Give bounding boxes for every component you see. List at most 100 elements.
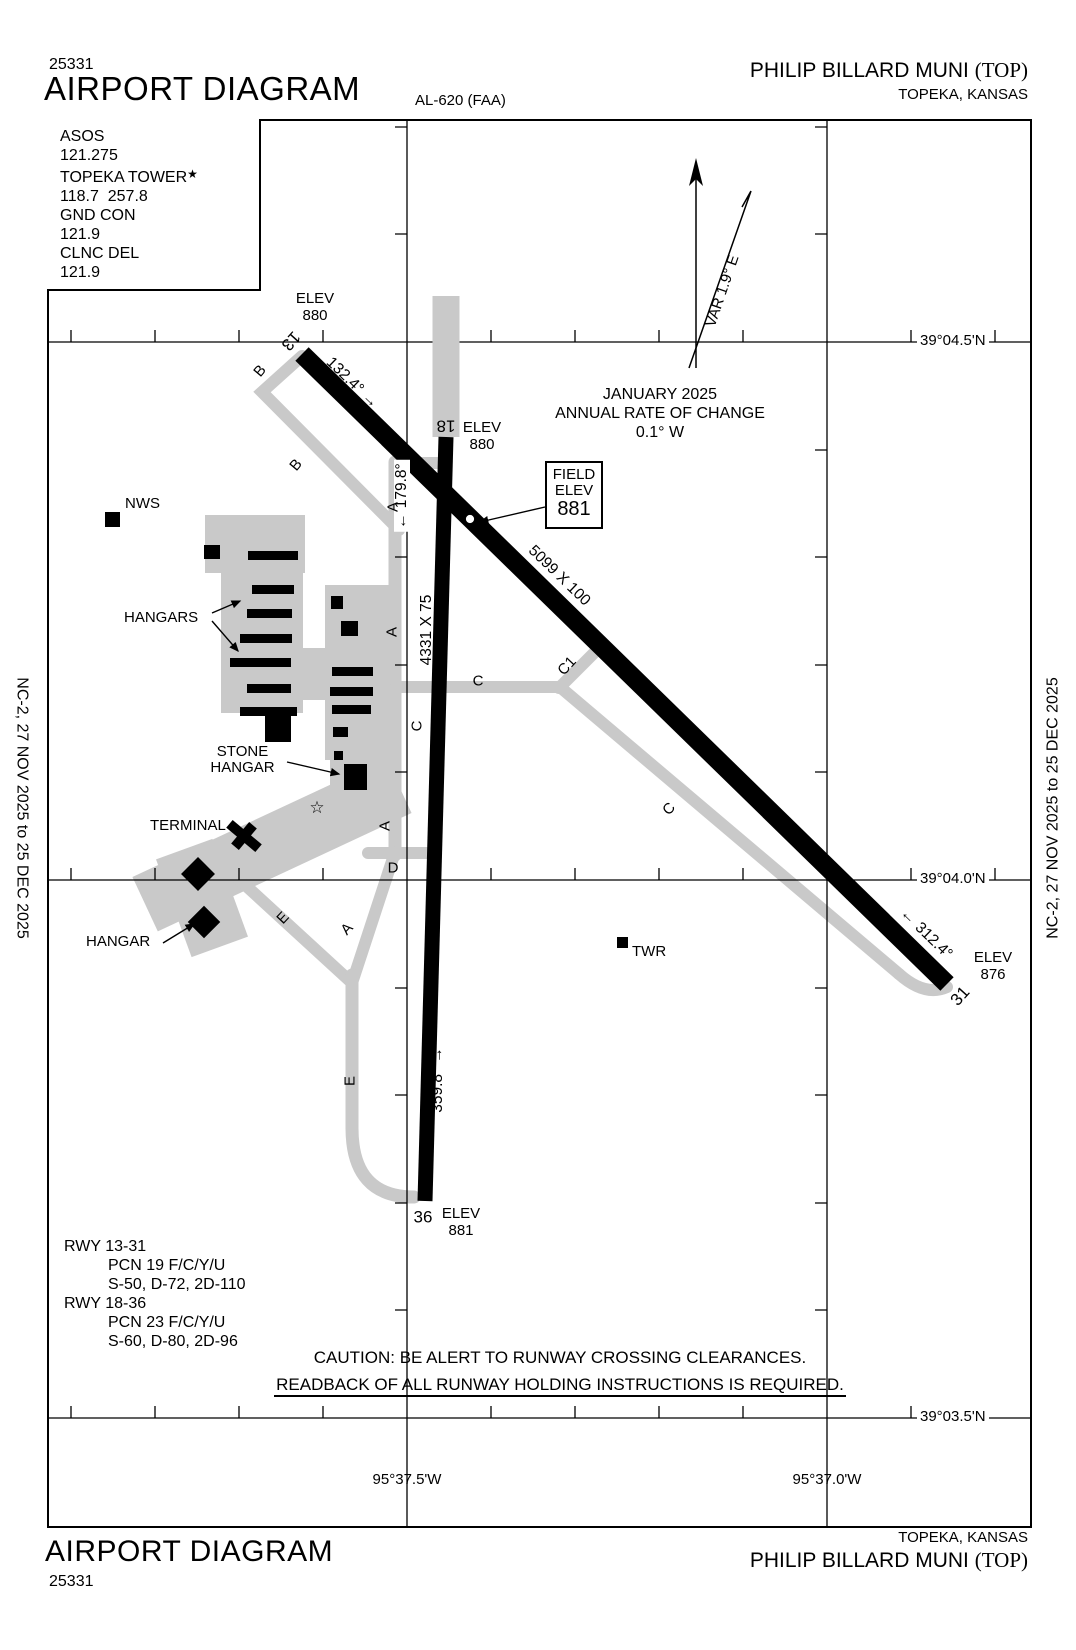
- hangar-label: HANGAR: [86, 933, 151, 950]
- pcn-line: S-60, D-80, 2D-96: [108, 1333, 238, 1350]
- caution-line2: READBACK OF ALL RUNWAY HOLDING INSTRUCTI…: [90, 1376, 1030, 1397]
- leader-arrows: [162, 506, 546, 944]
- airport-name-header: PHILIP BILLARD MUNI (TOP): [750, 59, 1028, 82]
- nws-label: NWS: [125, 495, 160, 512]
- chart-number-footer: 25331: [49, 1573, 94, 1590]
- taxiway-label-c: C: [472, 672, 484, 690]
- north-arrow: [688, 158, 752, 369]
- nws-building: [105, 512, 120, 527]
- stone-hangar-leader: [286, 761, 341, 777]
- taxiway-e-diagonal: [225, 866, 358, 989]
- taxiway-c-diagonal: [554, 681, 905, 980]
- heading-arrow-icon: →: [429, 1047, 446, 1063]
- terminal-label: TERMINAL: [150, 817, 226, 834]
- comm-box: ASOS 121.275 TOPEKA TOWER★ 118.7 257.8 G…: [47, 119, 261, 291]
- pcn-line: S-50, D-72, 2D-110: [108, 1276, 246, 1293]
- hangars-leader-1: [211, 600, 242, 614]
- buildings: [105, 512, 628, 948]
- runway-18-36: [417, 436, 454, 1202]
- page-title: AIRPORT DIAGRAM: [44, 70, 361, 107]
- rwy18-heading: ←179.8°: [393, 460, 410, 532]
- pcn-line: PCN 19 F/C/Y/U: [108, 1257, 226, 1274]
- hangar-leader: [162, 923, 196, 944]
- comm-line: 121.9: [60, 226, 101, 243]
- taxiway-label-a: A: [376, 820, 394, 832]
- margin-note-left: NC-2, 27 NOV 2025 to 25 DEC 2025: [13, 677, 31, 939]
- field-elev-box: FIELD ELEV 881: [545, 461, 603, 529]
- part-time-star-icon: ★: [187, 167, 198, 181]
- comm-line: CLNC DEL: [60, 245, 140, 262]
- magnetic-north-line: [688, 190, 752, 369]
- city-footer: TOPEKA, KANSAS: [898, 1529, 1028, 1546]
- true-north-arrowhead: [689, 158, 703, 186]
- hangars-label: HANGARS: [124, 609, 199, 626]
- comm-line: 118.7 257.8: [60, 188, 148, 205]
- latitude-label: 39°03.5'N: [917, 1409, 989, 1425]
- taxiway-label-d: D: [387, 859, 399, 877]
- rwy1836-dimensions: 4331 X 75: [418, 594, 435, 666]
- field-elev-value: 881: [557, 498, 591, 520]
- field-elev-leader: [478, 506, 546, 525]
- taxiway-label-c: C: [408, 720, 426, 732]
- comm-line: ASOS: [60, 128, 105, 145]
- caution-line1: CAUTION: BE ALERT TO RUNWAY CROSSING CLE…: [313, 1348, 807, 1367]
- hangars-leader-2: [211, 620, 239, 653]
- taxiway-c-rwy31-curve: [893, 968, 953, 996]
- pcn-line: RWY 18-36: [64, 1295, 147, 1312]
- field-elev-word1: FIELD: [552, 466, 596, 483]
- longitude-ticks: [395, 126, 827, 1311]
- rwy36-heading: 359.8°→: [429, 1047, 446, 1113]
- beacon-star-icon: ☆: [309, 798, 325, 817]
- runways: [295, 296, 954, 1202]
- comm-line: TOPEKA TOWER★: [60, 167, 198, 186]
- taxiway-b: [253, 350, 405, 536]
- twr-label: TWR: [632, 943, 667, 960]
- airport-name: PHILIP BILLARD MUNI: [749, 59, 969, 82]
- taxiway-label-e: E: [341, 1075, 359, 1087]
- comm-line: 121.9: [60, 264, 101, 281]
- taxiway-a-diagonal: [346, 846, 401, 989]
- airport-name-footer: PHILIP BILLARD MUNI (TOP): [749, 1548, 1028, 1572]
- latitude-label: 39°04.5'N: [917, 333, 989, 349]
- taxiway-label-a: A: [384, 501, 402, 513]
- rate-of-change-value: 0.1° W: [635, 424, 685, 441]
- page-title-footer: AIRPORT DIAGRAM: [45, 1535, 334, 1568]
- hangar-diamond-2: [187, 905, 221, 939]
- terminal-building: [226, 819, 262, 853]
- stone-hangar-building: [344, 764, 367, 790]
- variation-date: JANUARY 2025: [602, 386, 718, 403]
- rate-of-change-label: ANNUAL RATE OF CHANGE: [555, 405, 765, 422]
- longitude-label: 95°37.0'W: [792, 1471, 862, 1488]
- latitude-label: 39°04.0'N: [917, 871, 989, 887]
- longitude-label: 95°37.5'W: [372, 1471, 442, 1488]
- comm-line: 121.275: [60, 147, 118, 164]
- runway-13-31: [295, 347, 954, 991]
- heading-arrow-icon: ←: [393, 513, 410, 529]
- comm-line: GND CON: [60, 207, 136, 224]
- pcn-block: RWY 13-31 PCN 19 F/C/Y/U S-50, D-72, 2D-…: [64, 1237, 246, 1351]
- margin-note-right: NC-2, 27 NOV 2025 to 25 DEC 2025: [1044, 677, 1062, 939]
- field-elev-point: [465, 514, 475, 524]
- city-header: TOPEKA, KANSAS: [898, 86, 1028, 103]
- al-number: AL-620 (FAA): [415, 92, 506, 109]
- airport-id: (TOP): [974, 58, 1028, 82]
- airport-id-footer: (TOP): [974, 1548, 1028, 1572]
- field-elev-word2: ELEV: [554, 482, 594, 499]
- taxiway-e: [345, 968, 421, 1204]
- twr-building: [617, 937, 628, 948]
- pcn-line: RWY 13-31: [64, 1238, 147, 1255]
- chart-border: [47, 119, 1032, 1528]
- rwy36-number: 36: [413, 1207, 433, 1227]
- taxiway-label-a: A: [383, 626, 401, 638]
- variation-date-block: JANUARY 2025 ANNUAL RATE OF CHANGE 0.1° …: [544, 385, 776, 442]
- chart-number-top: 25331: [49, 56, 94, 73]
- pcn-line: PCN 23 F/C/Y/U: [108, 1314, 226, 1331]
- latitude-ticks: [70, 330, 996, 1418]
